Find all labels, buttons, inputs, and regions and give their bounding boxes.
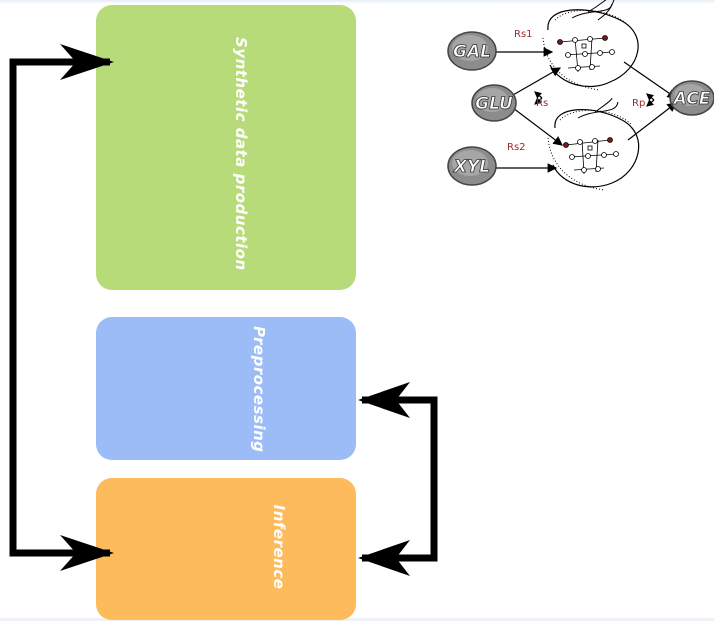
lower-cell: [547, 97, 640, 191]
rate-label-rp: Rp: [632, 98, 645, 109]
rate-label-rs: Rs: [536, 98, 548, 109]
node-glu: GLU: [471, 84, 517, 122]
node-ace-label: ACE: [672, 89, 711, 109]
node-xyl-label: XYL: [453, 157, 490, 177]
rate-label-rs2: Rs2: [507, 142, 526, 153]
bottom-strip: [0, 618, 714, 621]
node-ace: ACE: [669, 80, 714, 116]
rate-label-rs1: Rs1: [514, 29, 533, 40]
preprocessing-box: Preprocessing: [96, 317, 356, 460]
node-gal-label: GAL: [453, 42, 491, 62]
node-gal: GAL: [447, 31, 497, 71]
node-xyl: XYL: [447, 146, 497, 186]
upper-cell: [542, 0, 639, 91]
top-strip: [0, 0, 714, 4]
inference-box: Inference: [96, 478, 356, 620]
synthetic-data-production-box: Synthetic data production: [96, 5, 356, 290]
reaction-arrows: [495, 47, 677, 173]
node-glu-label: GLU: [475, 94, 513, 114]
